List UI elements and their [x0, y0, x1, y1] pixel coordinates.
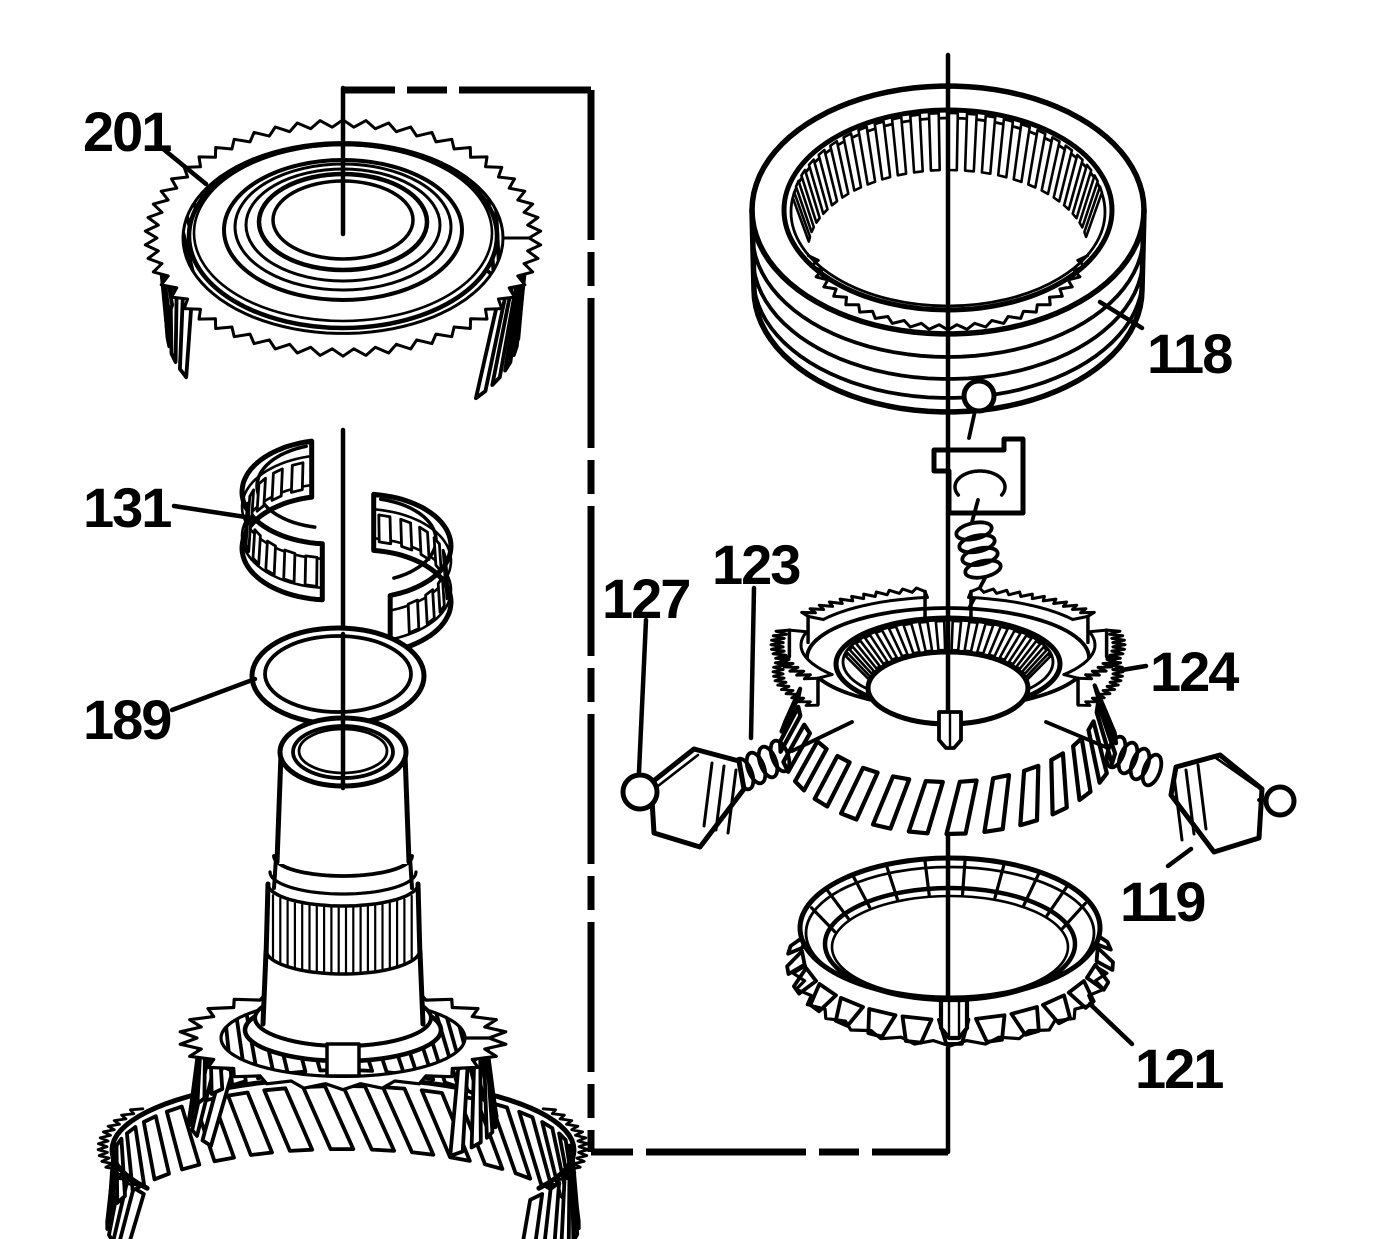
- part-label-snap-ring-189: 189: [83, 688, 172, 751]
- part-label-gear-201: 201: [83, 100, 172, 163]
- part-label-ball-127: 127: [602, 567, 691, 630]
- part-label-bearing-cage-131: 131: [83, 476, 172, 539]
- part-label-sleeve-118: 118: [1147, 322, 1233, 385]
- part-label-hub-124: 124: [1150, 640, 1239, 703]
- part-label-blocker-ring-121: 121: [1135, 1037, 1224, 1100]
- part-label-spring-123: 123: [712, 533, 801, 596]
- part-label-key-119: 119: [1120, 870, 1206, 933]
